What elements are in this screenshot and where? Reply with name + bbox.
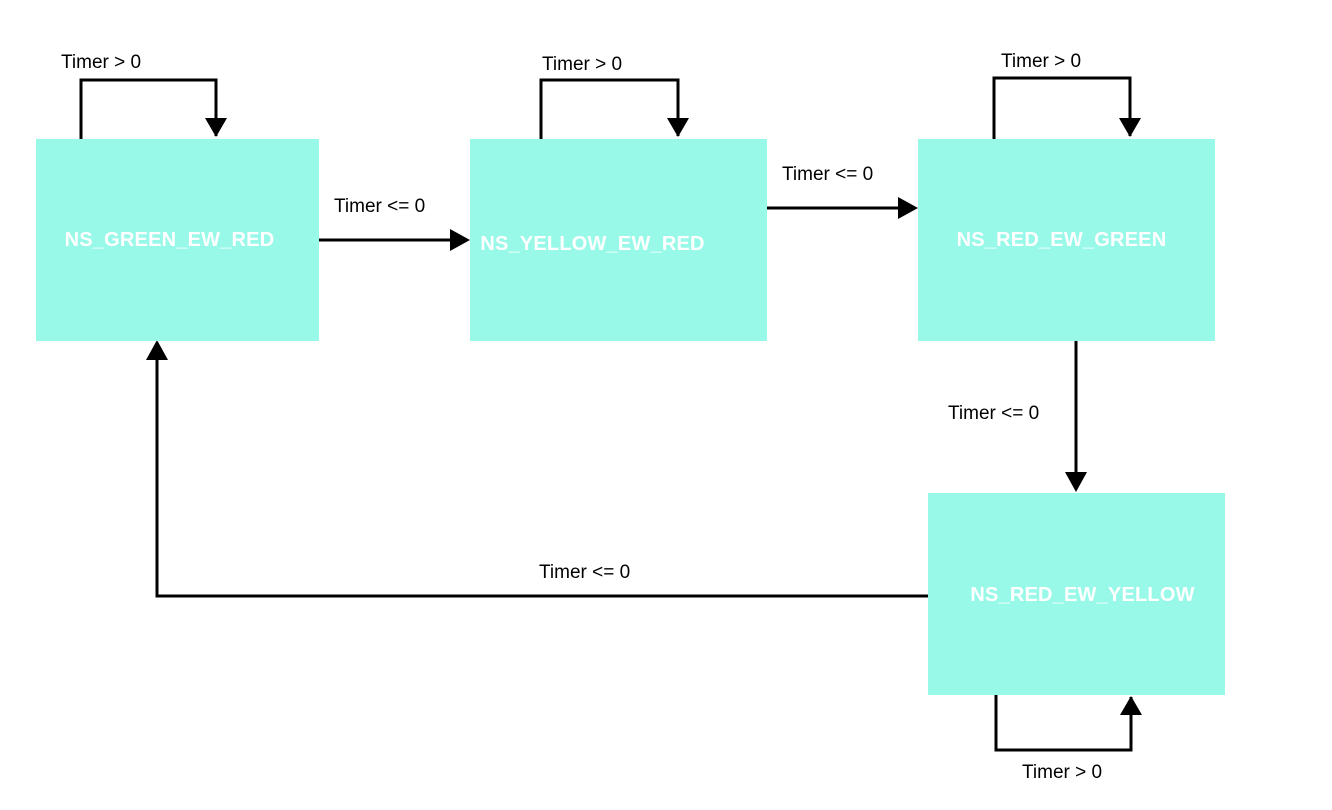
edge-label-s1-self: Timer > 0 bbox=[61, 52, 142, 73]
state-ns-yellow-ew-red: NS_YELLOW_EW_RED bbox=[470, 139, 767, 341]
edge-label-s3-self: Timer > 0 bbox=[1001, 51, 1082, 72]
edge-s1-to-s2-arrowhead bbox=[450, 229, 470, 251]
edge-s3-to-s4-arrowhead bbox=[1065, 472, 1087, 492]
edge-s3-self bbox=[992, 76, 1132, 139]
edge-label-s4-self: Timer > 0 bbox=[1022, 762, 1103, 783]
edge-s2-self bbox=[539, 78, 680, 139]
state-label: NS_GREEN_EW_RED bbox=[64, 228, 275, 251]
edge-label-s2-to-s3: Timer <= 0 bbox=[782, 164, 874, 185]
state-label: NS_RED_EW_YELLOW bbox=[970, 583, 1195, 606]
state-label: NS_YELLOW_EW_RED bbox=[480, 232, 705, 255]
edge-label-s2-self: Timer > 0 bbox=[542, 54, 623, 75]
edge-label-s1-to-s2: Timer <= 0 bbox=[334, 196, 426, 217]
state-ns-red-ew-green: NS_RED_EW_GREEN bbox=[918, 139, 1215, 341]
edge-s4-self bbox=[994, 695, 1133, 752]
state-ns-green-ew-red: NS_GREEN_EW_RED bbox=[36, 139, 319, 341]
edge-label-s4-to-s1: Timer <= 0 bbox=[539, 562, 631, 583]
edge-s4-self-arrowhead bbox=[1120, 696, 1142, 715]
edge-s2-self-arrowhead bbox=[667, 118, 689, 137]
state-ns-red-ew-yellow: NS_RED_EW_YELLOW bbox=[928, 493, 1225, 695]
edge-s1-self-arrowhead bbox=[205, 118, 227, 137]
edge-label-s3-to-s4: Timer <= 0 bbox=[948, 403, 1040, 424]
edge-s1-self bbox=[79, 78, 218, 139]
edge-s3-self-arrowhead bbox=[1119, 118, 1141, 137]
state-label: NS_RED_EW_GREEN bbox=[956, 228, 1167, 251]
edge-s4-to-s1 bbox=[155, 358, 928, 598]
edge-s4-to-s1-arrowhead bbox=[146, 340, 168, 360]
edge-s2-to-s3-arrowhead bbox=[898, 197, 918, 219]
